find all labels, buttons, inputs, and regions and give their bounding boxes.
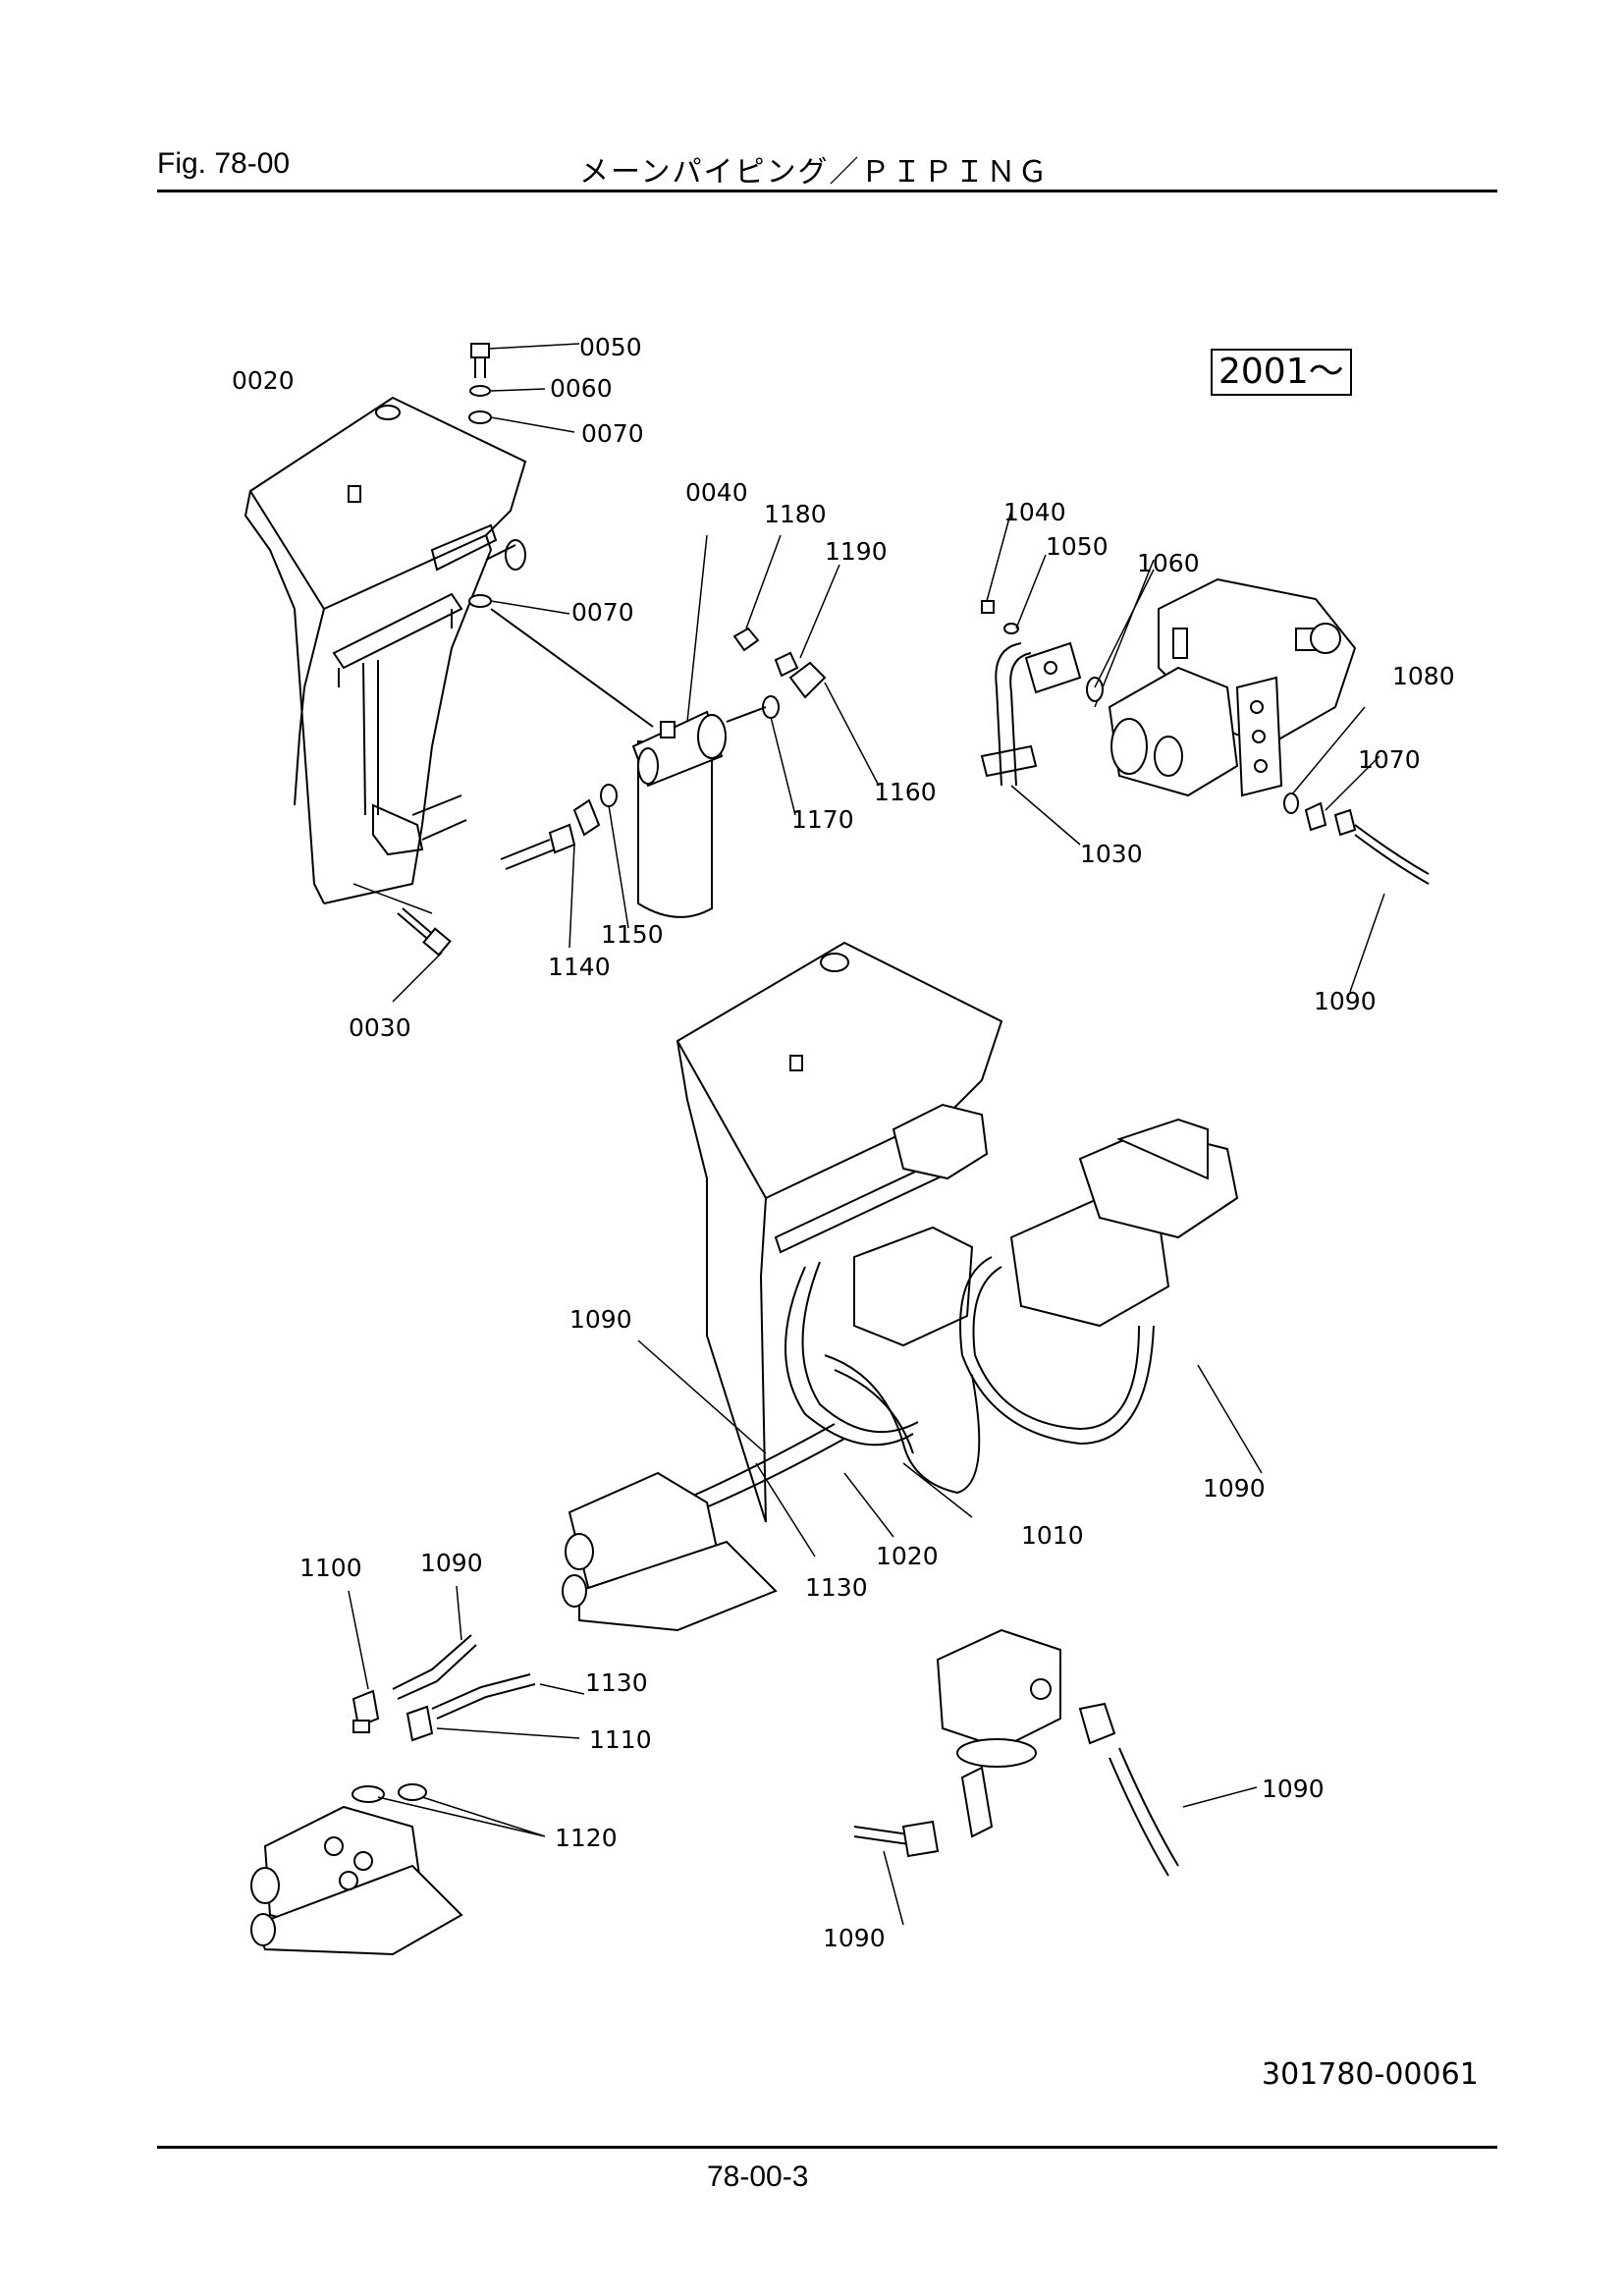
drawing-number: 301780-00061 [1262, 2057, 1479, 2092]
callout-1090-center-right: 1090 [1203, 1474, 1266, 1503]
callout-1070: 1070 [1358, 745, 1421, 774]
callout-1090-upper-right: 1090 [1314, 987, 1377, 1015]
callout-1020: 1020 [876, 1542, 939, 1570]
fittings-upper-center [726, 534, 880, 816]
callout-labels: 0050 0060 0070 0020 0070 0040 1180 1190 … [232, 333, 1455, 1952]
assembled-view [562, 941, 1263, 1632]
callout-1140: 1140 [548, 953, 611, 981]
hydraulic-tank-upper [243, 396, 527, 904]
callout-1030: 1030 [1080, 840, 1143, 868]
callout-0060: 0060 [550, 374, 613, 403]
callout-1060: 1060 [1137, 549, 1200, 577]
callout-0040: 0040 [685, 478, 748, 507]
callout-1080: 1080 [1392, 662, 1455, 690]
valve-fittings-lower-left [250, 1585, 585, 1956]
callout-0050: 0050 [579, 333, 642, 361]
callout-1190: 1190 [825, 537, 888, 566]
filter-head-lower-right [853, 1628, 1258, 1926]
pump-assembly-upper [1094, 559, 1430, 993]
callout-1170: 1170 [791, 805, 854, 834]
page-title: メーンパイピング／ＰＩＰＩＮＧ [579, 155, 1050, 190]
bolt-0030 [352, 883, 452, 1003]
header-rule [157, 190, 1497, 192]
bolt-washer-stack [468, 343, 580, 615]
callout-1090-lower-left: 1090 [420, 1549, 483, 1577]
oil-filter [490, 534, 727, 918]
callout-1150: 1150 [601, 920, 664, 949]
callout-1050: 1050 [1046, 532, 1109, 561]
callout-1130-center: 1130 [805, 1573, 868, 1602]
fittings-upper-left [500, 784, 629, 949]
callout-1010: 1010 [1021, 1521, 1084, 1550]
serial-range-badge: 2001～ [1211, 349, 1352, 396]
callout-1120: 1120 [555, 1824, 618, 1852]
page-number: 78-00-3 [707, 2160, 809, 2193]
callout-1090-lower-right: 1090 [1262, 1775, 1325, 1803]
callout-1110: 1110 [589, 1725, 652, 1754]
footer-rule [157, 2146, 1497, 2149]
callout-1090-lower-center: 1090 [823, 1924, 886, 1952]
callout-1160: 1160 [874, 778, 937, 806]
callout-1090-center-left: 1090 [569, 1305, 632, 1334]
callout-1130-lower: 1130 [585, 1668, 648, 1697]
callout-0020: 0020 [232, 366, 295, 395]
callout-1100: 1100 [299, 1554, 362, 1582]
figure-number: Fig. 78-00 [157, 147, 291, 180]
callout-1180: 1180 [764, 500, 827, 528]
callout-1040: 1040 [1003, 498, 1066, 526]
callout-0070-lower: 0070 [571, 598, 634, 627]
callout-0070-top: 0070 [581, 419, 644, 448]
pipe-1030 [980, 510, 1155, 846]
callout-0030: 0030 [349, 1013, 411, 1042]
